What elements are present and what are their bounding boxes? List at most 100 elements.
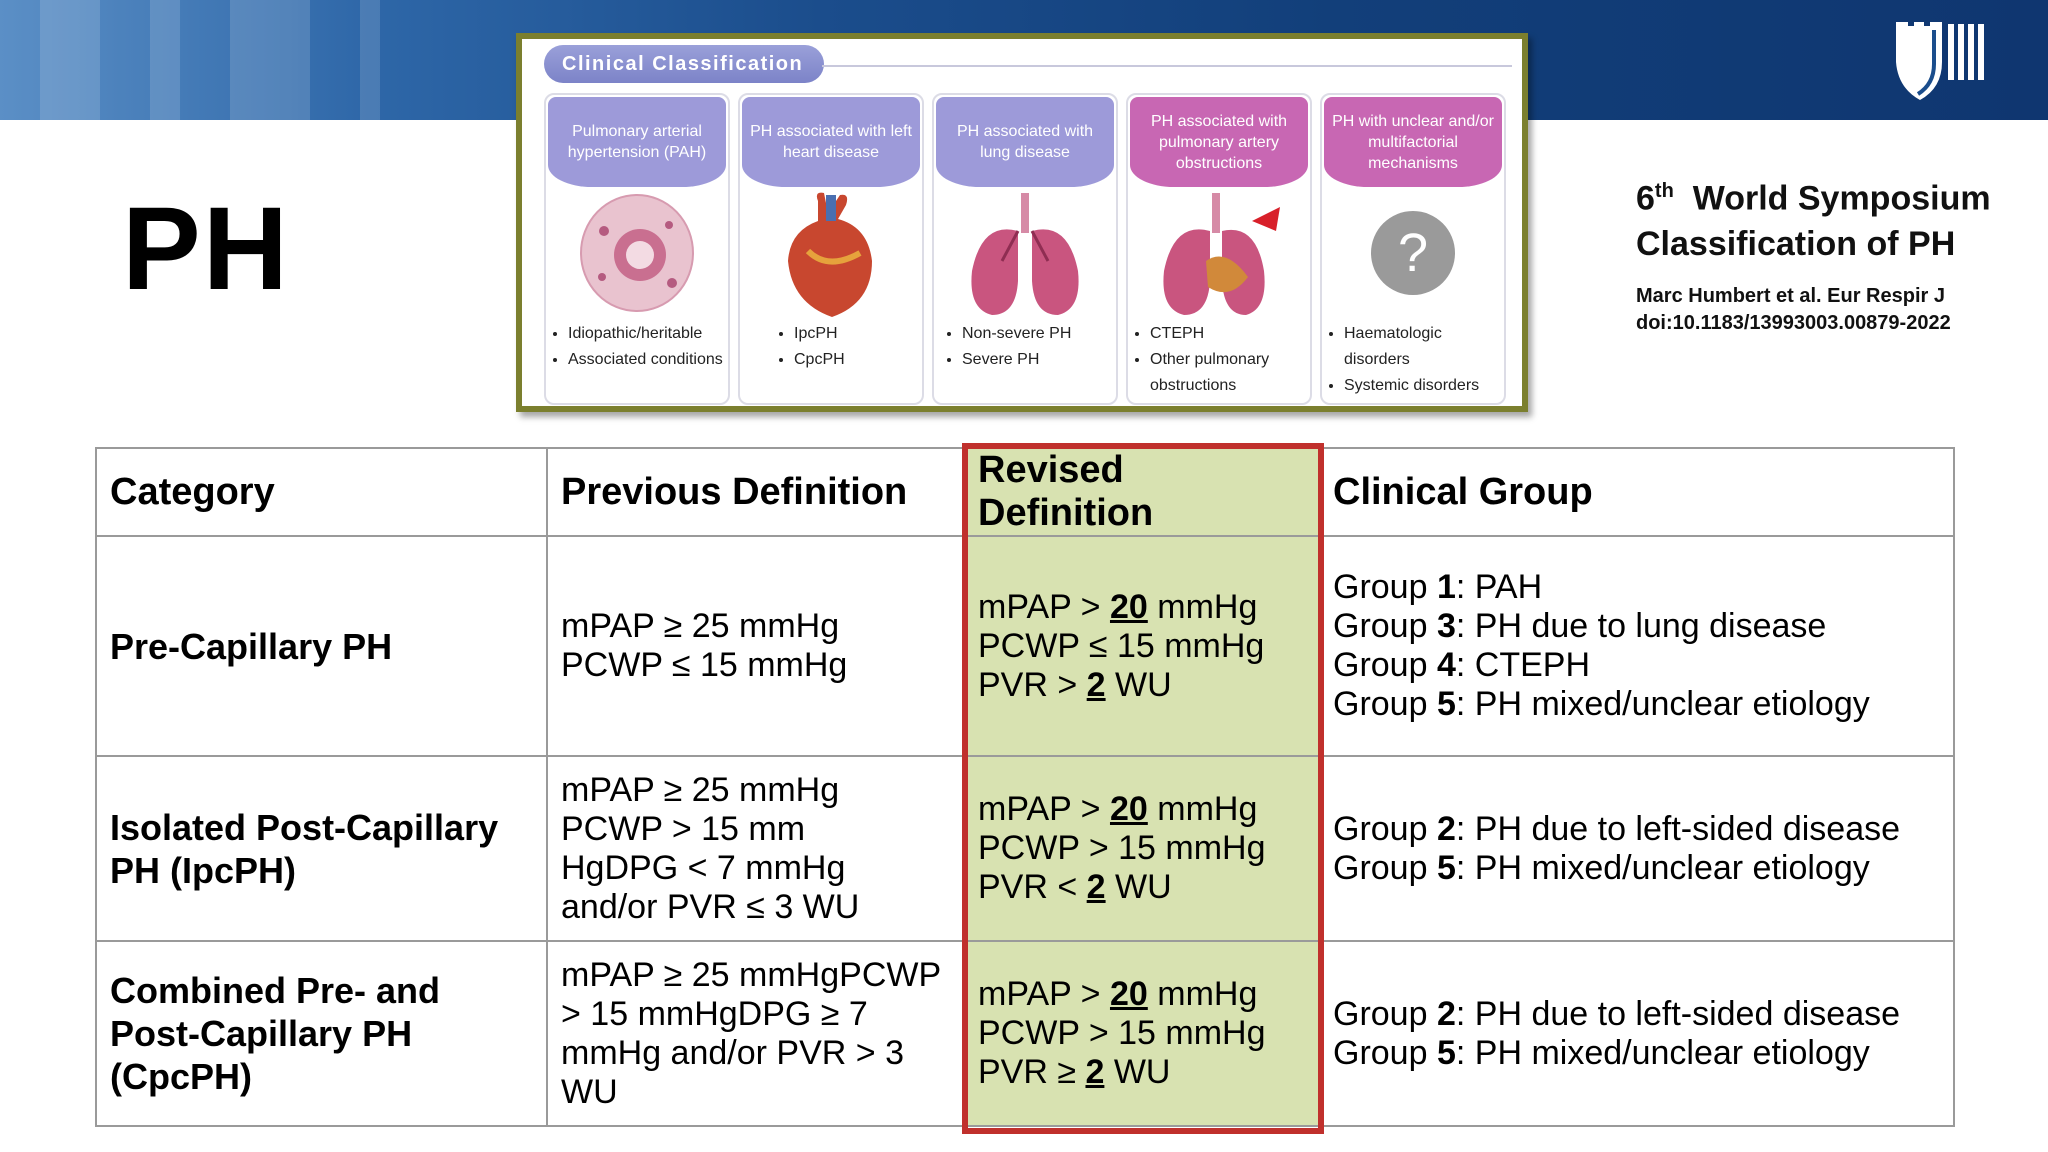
group-card-title: PH associated with pulmonary artery obst… xyxy=(1130,97,1308,187)
group-number: 2 xyxy=(1436,809,1456,848)
group-label: Group xyxy=(1333,568,1437,606)
definitions-table: Category Previous Definition Revised Def… xyxy=(95,447,1955,1127)
revised-text: mPAP > xyxy=(978,587,1110,626)
page-title: PH xyxy=(122,183,290,315)
group-label: Group xyxy=(1333,685,1437,723)
group-card-title: PH associated with left heart disease xyxy=(742,97,920,187)
group-number: 2 xyxy=(1436,994,1456,1033)
revised-text: mmHg xyxy=(1147,587,1258,626)
group-label: Group xyxy=(1333,994,1437,1033)
revised-value: 20 xyxy=(1109,790,1148,828)
group-desc: : PH mixed/unclear etiology xyxy=(1455,848,1870,887)
clinical-group-cell: Group 1: PAH Group 3: PH due to lung dis… xyxy=(1318,535,1955,757)
citation-title-line2: Classification of PH xyxy=(1636,225,1956,264)
group-desc: : PH due to left-sided disease xyxy=(1455,809,1901,848)
citation: 6th World Symposium Classification of PH… xyxy=(1636,168,2036,337)
heart-illustration-icon xyxy=(788,192,872,317)
column-header-category: Category xyxy=(95,447,548,537)
group-card-title: PH associated with lung disease xyxy=(936,97,1114,187)
bullet-item: Severe PH xyxy=(962,347,1112,373)
revised-text: WU xyxy=(1104,1053,1171,1091)
group-label: Group xyxy=(1333,607,1437,645)
group-card-title: PH with unclear and/or multifactorial me… xyxy=(1324,97,1502,187)
revised-value: 2 xyxy=(1086,665,1106,704)
bullet-item: Non-severe PH xyxy=(962,321,1112,347)
citation-title: 6th World Symposium Classification of PH xyxy=(1636,168,2036,267)
lung-tissue-micrograph-icon xyxy=(580,194,694,312)
previous-line: and/or PVR ≤ 3 WU xyxy=(561,887,860,926)
figure-heading: Clinical Classification xyxy=(544,45,824,83)
group-card-title: Pulmonary arterial hypertension (PAH) xyxy=(548,97,726,187)
group-number: 3 xyxy=(1436,607,1456,645)
group-desc: : PAH xyxy=(1455,568,1543,606)
group-line: Group 5: PH mixed/unclear etiology xyxy=(1333,849,1940,888)
university-shield-logo-icon xyxy=(1896,22,1984,100)
previous-line: PCWP > 15 mm xyxy=(561,809,806,848)
revised-text: mmHg xyxy=(1147,790,1258,828)
group-number: 5 xyxy=(1436,685,1456,723)
group-number: 5 xyxy=(1436,1033,1456,1072)
revised-line: mPAP > 20 mmHg xyxy=(978,975,1305,1014)
table-row: Combined Pre- and Post-Capillary PH (Cpc… xyxy=(95,940,1955,1127)
group-label: Group xyxy=(1333,809,1437,848)
group-card-lung: PH associated with lung disease Non-seve… xyxy=(932,93,1118,405)
revised-line: mPAP > 20 mmHg xyxy=(978,790,1305,829)
group-bullets: CTEPH Other pulmonary obstructions xyxy=(1136,321,1306,399)
column-header-revised: Revised Definition xyxy=(963,447,1320,537)
group-number: 4 xyxy=(1436,646,1456,684)
group-desc: : CTEPH xyxy=(1455,646,1590,684)
revised-text: mPAP > xyxy=(978,975,1110,1013)
revised-value: 20 xyxy=(1109,587,1148,626)
group-desc: : PH due to left-sided disease xyxy=(1455,994,1901,1033)
lungs-illustration-icon xyxy=(971,193,1079,315)
bullet-item: Associated conditions xyxy=(568,347,724,373)
revised-text: PVR ≥ xyxy=(978,1053,1086,1091)
previous-definition-cell: mPAP ≥ 25 mmHg PCWP > 15 mm HgDPG < 7 mm… xyxy=(546,755,965,942)
banner-stripe xyxy=(360,0,380,120)
group-line: Group 5: PH mixed/unclear etiology xyxy=(1333,685,1940,724)
category-cell: Combined Pre- and Post-Capillary PH (Cpc… xyxy=(95,940,548,1127)
bullet-item: Idiopathic/heritable xyxy=(568,321,724,347)
group-card-artery-obstruction: PH associated with pulmonary artery obst… xyxy=(1126,93,1312,405)
citation-authors: Marc Humbert et al. Eur Respir J xyxy=(1636,285,1945,308)
group-line: Group 3: PH due to lung disease xyxy=(1333,607,1940,646)
bullet-item: CpcPH xyxy=(794,347,918,373)
banner-stripe xyxy=(230,0,310,120)
svg-text:?: ? xyxy=(1398,223,1428,283)
revised-line: PCWP > 15 mmHg xyxy=(978,829,1266,867)
revised-line: PVR > 2 WU xyxy=(978,666,1305,705)
group-bullets: Idiopathic/heritable Associated conditio… xyxy=(554,321,724,373)
table-row: Isolated Post-Capillary PH (IpcPH) mPAP … xyxy=(95,755,1955,942)
revised-text: mPAP > xyxy=(978,790,1110,828)
table-header-row: Category Previous Definition Revised Def… xyxy=(95,447,1955,537)
citation-reference: Marc Humbert et al. Eur Respir J doi:10.… xyxy=(1636,283,2036,337)
category-cell: Isolated Post-Capillary PH (IpcPH) xyxy=(95,755,548,942)
revised-line: PCWP ≤ 15 mmHg xyxy=(978,626,1265,665)
revised-text: PVR < xyxy=(978,868,1087,906)
figure-heading-rule xyxy=(822,65,1512,67)
revised-line: mPAP > 20 mmHg xyxy=(978,588,1305,627)
group-line: Group 1: PAH xyxy=(1333,568,1940,607)
previous-line: HgDPG < 7 mmHg xyxy=(561,848,846,887)
previous-line: mPAP ≥ 25 mmHg xyxy=(561,607,840,645)
previous-definition-cell: mPAP ≥ 25 mmHg PCWP ≤ 15 mmHg xyxy=(546,535,965,757)
question-mark-icon: ? xyxy=(1371,211,1455,295)
citation-ordinal: 6 xyxy=(1636,179,1655,218)
bullet-item: IpcPH xyxy=(794,321,918,347)
group-desc: : PH mixed/unclear etiology xyxy=(1455,685,1870,723)
group-label: Group xyxy=(1333,1033,1437,1072)
table-row: Pre-Capillary PH mPAP ≥ 25 mmHg PCWP ≤ 1… xyxy=(95,535,1955,757)
column-header-clinical-group: Clinical Group xyxy=(1318,447,1955,537)
revised-line: PCWP > 15 mmHg xyxy=(978,1014,1266,1052)
classification-figure: Clinical Classification Pulmonary arteri… xyxy=(516,33,1528,412)
group-bullets: IpcPH CpcPH xyxy=(780,321,918,373)
bullet-item: CTEPH xyxy=(1150,321,1306,347)
revised-text: PVR > xyxy=(978,665,1087,704)
group-label: Group xyxy=(1333,848,1437,887)
revised-line: PVR ≥ 2 WU xyxy=(978,1053,1305,1092)
group-number: 5 xyxy=(1436,848,1456,887)
revised-definition-cell: mPAP > 20 mmHg PCWP > 15 mmHg PVR < 2 WU xyxy=(963,755,1320,942)
lungs-with-clot-illustration-icon xyxy=(1163,193,1280,315)
column-header-previous: Previous Definition xyxy=(546,447,965,537)
group-desc: : PH due to lung disease xyxy=(1455,607,1827,645)
